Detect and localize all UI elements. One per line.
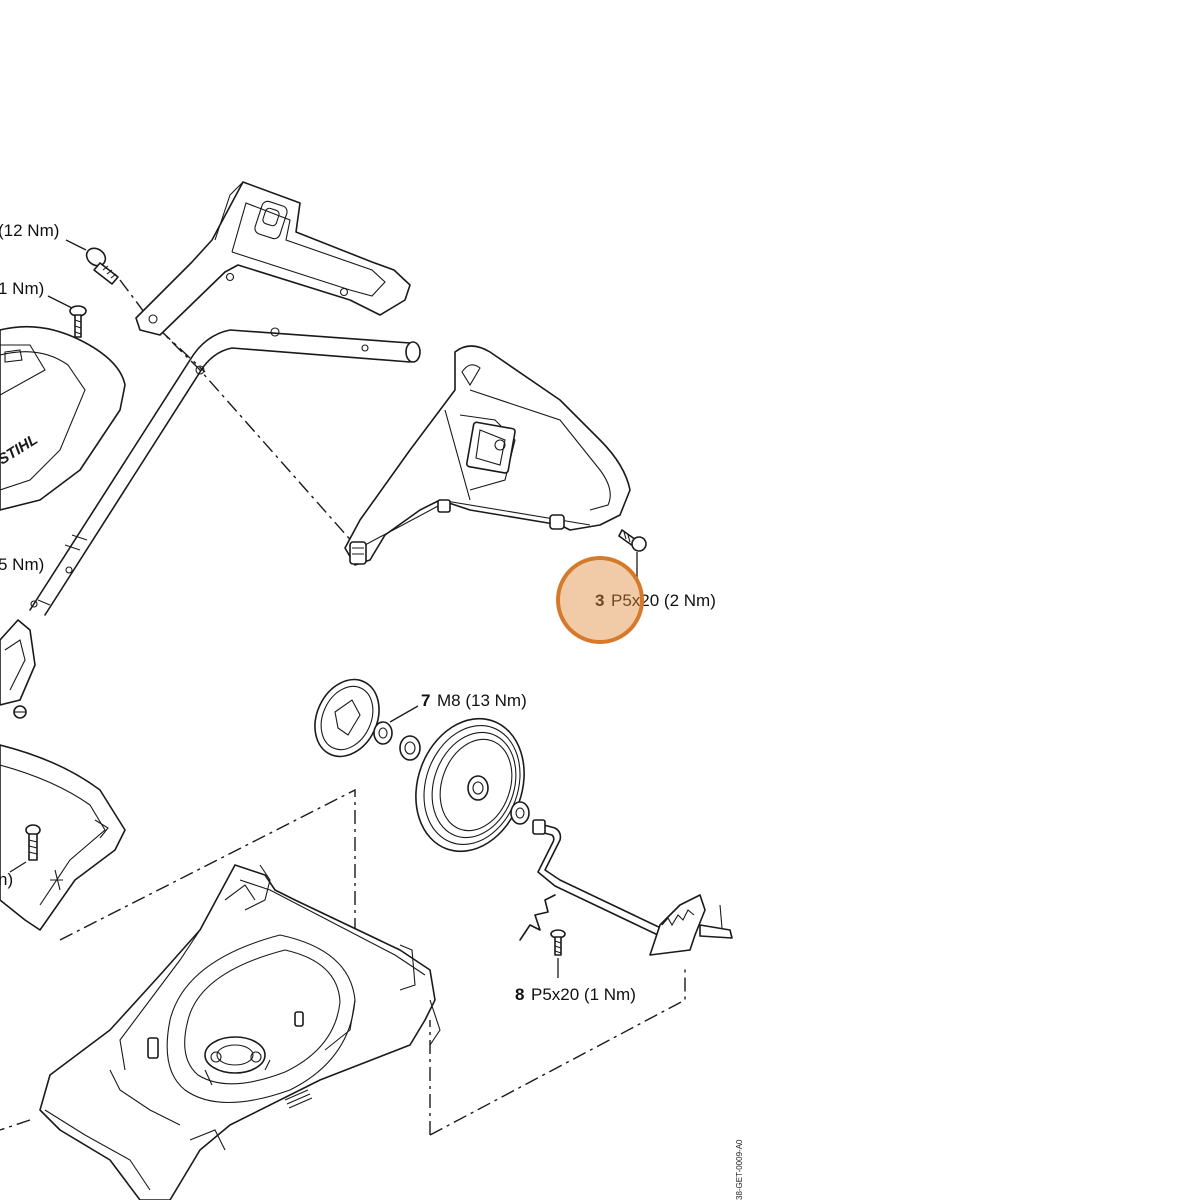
upper-handle-bracket	[135, 181, 411, 336]
mower-deck-housing	[39, 864, 441, 1200]
handle-bar-tube	[29, 327, 421, 616]
callout-number: 7	[421, 691, 430, 710]
screw-p5x20-1nm	[550, 929, 566, 978]
callout-7: 7 M8 (13 Nm)	[421, 691, 527, 710]
hub-cap	[314, 678, 380, 758]
height-adjust-axle	[532, 819, 666, 937]
inner-bearing	[510, 801, 530, 825]
document-code: 38-GET-0009-A0	[735, 1139, 744, 1200]
callout-text: 5 Nm)	[0, 555, 44, 574]
rear-cover	[0, 744, 126, 931]
nut-m8	[373, 705, 419, 745]
assembly-lines	[0, 279, 686, 1136]
callout-text: n)	[0, 870, 13, 889]
callout-1nm: 1 Nm)	[0, 279, 44, 298]
grass-catcher-cover: STIHL	[0, 325, 126, 511]
height-adjust-lever	[649, 894, 733, 956]
wheel-bearing	[399, 735, 421, 761]
callout-text: P5x20 (2 Nm)	[611, 591, 716, 610]
screw-12nm	[65, 239, 119, 285]
callout-text: P5x20 (1 Nm)	[531, 985, 636, 1004]
callout-12nm: (12 Nm)	[0, 221, 59, 240]
screw-left-lower	[9, 824, 41, 873]
callout-left-lower: n)	[0, 870, 13, 889]
highlight-circle	[556, 556, 644, 644]
torsion-spring	[519, 894, 556, 941]
callout-text: (12 Nm)	[0, 221, 59, 240]
rear-wheel	[415, 717, 525, 853]
callout-number: 3	[595, 591, 604, 610]
callout-8: 8 P5x20 (1 Nm)	[515, 985, 636, 1004]
left-bracket-parts	[0, 619, 36, 719]
callout-3: 3 P5x20 (2 Nm)	[595, 591, 716, 610]
switch-box-handle	[344, 345, 631, 566]
screw-1nm	[47, 295, 87, 338]
callout-number: 8	[515, 985, 524, 1004]
callout-text: 1 Nm)	[0, 279, 44, 298]
callout-5nm: 5 Nm)	[0, 555, 44, 574]
callout-text: M8 (13 Nm)	[437, 691, 527, 710]
screw-p5x20-2nm	[618, 529, 647, 582]
